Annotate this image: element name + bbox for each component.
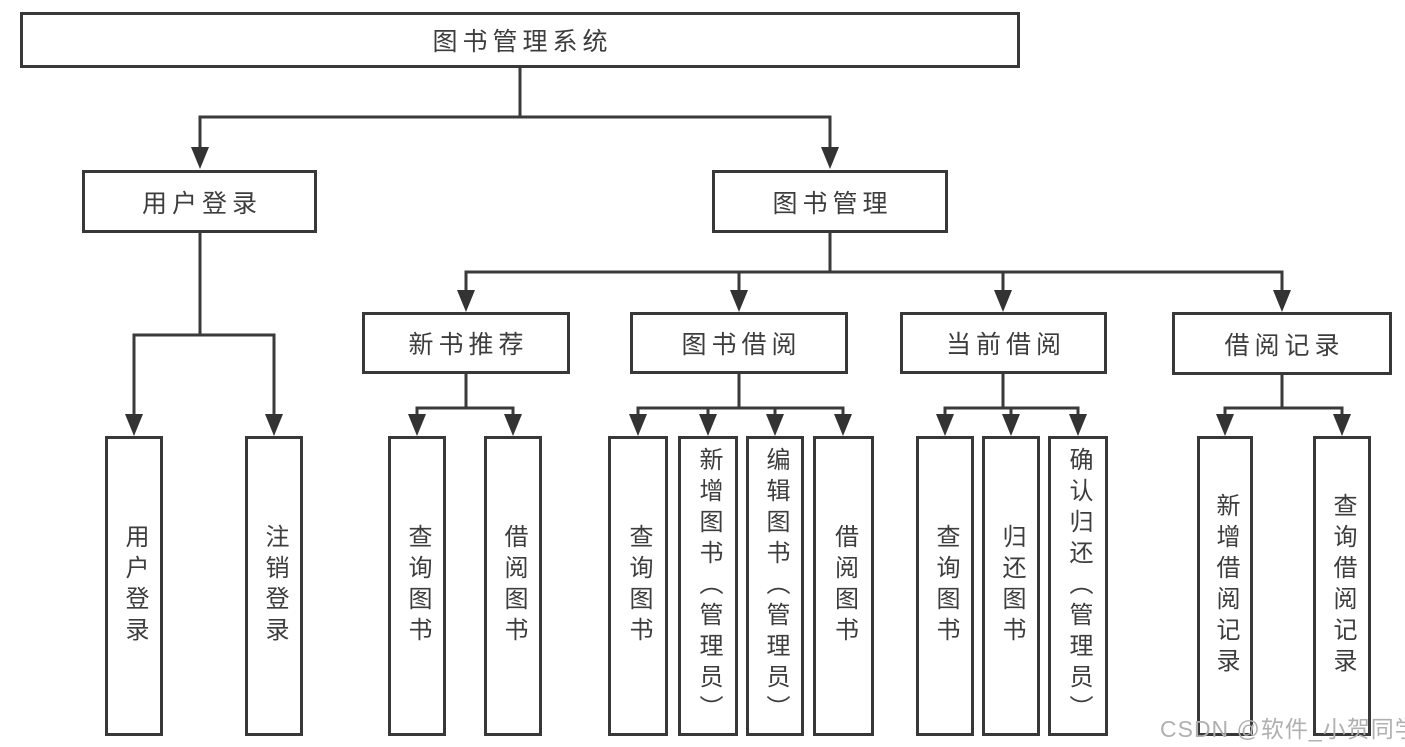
watermark: CSDN @软件_小贺同学 <box>1160 716 1405 742</box>
leaf-add-books-admin: 新增图书（管理员） <box>678 436 738 736</box>
node-label: 借阅记录 <box>1224 331 1345 360</box>
node-book-borrowing: 图书借阅 <box>630 312 848 374</box>
node-label: 当前借阅 <box>945 331 1066 359</box>
node-root: 图书管理系统 <box>20 12 1020 68</box>
node-label: 注销登录 <box>261 524 288 648</box>
node-label: 确认归还（管理员） <box>1065 446 1092 726</box>
node-label: 新书推荐 <box>408 331 529 359</box>
node-user-login: 用户登录 <box>82 170 317 233</box>
node-label: 查询图书 <box>932 524 959 648</box>
leaf-query-borrow-record: 查询借阅记录 <box>1313 436 1371 736</box>
leaf-logout: 注销登录 <box>245 436 303 736</box>
leaf-add-borrow-record: 新增借阅记录 <box>1197 436 1253 736</box>
node-current-borrowing: 当前借阅 <box>900 312 1107 374</box>
node-label: 图书管理 <box>772 189 893 218</box>
node-label: 借阅图书 <box>500 524 527 648</box>
node-label: 新增借阅记录 <box>1212 493 1239 679</box>
node-label: 用户登录 <box>121 524 148 648</box>
node-label: 查询图书 <box>625 524 652 648</box>
node-book-management: 图书管理 <box>712 170 948 233</box>
leaf-return-books: 归还图书 <box>982 436 1040 736</box>
node-label: 编辑图书（管理员） <box>762 446 789 726</box>
node-label: 查询图书 <box>404 524 431 648</box>
node-label: 新增图书（管理员） <box>695 446 722 726</box>
leaf-confirm-return-admin: 确认归还（管理员） <box>1048 436 1108 736</box>
node-new-book-recommend: 新书推荐 <box>362 312 570 374</box>
leaf-borrow-books-recommend: 借阅图书 <box>484 436 542 736</box>
leaf-user-login: 用户登录 <box>105 436 163 736</box>
node-borrow-records: 借阅记录 <box>1172 312 1392 375</box>
node-label: 图书管理系统 <box>432 28 613 56</box>
node-label: 归还图书 <box>998 524 1025 648</box>
leaf-query-books-current: 查询图书 <box>916 436 974 736</box>
node-label: 查询借阅记录 <box>1329 493 1356 679</box>
node-label: 借阅图书 <box>830 524 858 648</box>
node-label: 图书借阅 <box>681 331 802 359</box>
leaf-edit-books-admin: 编辑图书（管理员） <box>746 436 804 736</box>
leaf-query-books-recommend: 查询图书 <box>388 436 446 736</box>
leaf-query-books-borrowing: 查询图书 <box>608 436 668 736</box>
node-label: 用户登录 <box>141 189 262 218</box>
leaf-borrow-books: 借阅图书 <box>813 436 874 736</box>
